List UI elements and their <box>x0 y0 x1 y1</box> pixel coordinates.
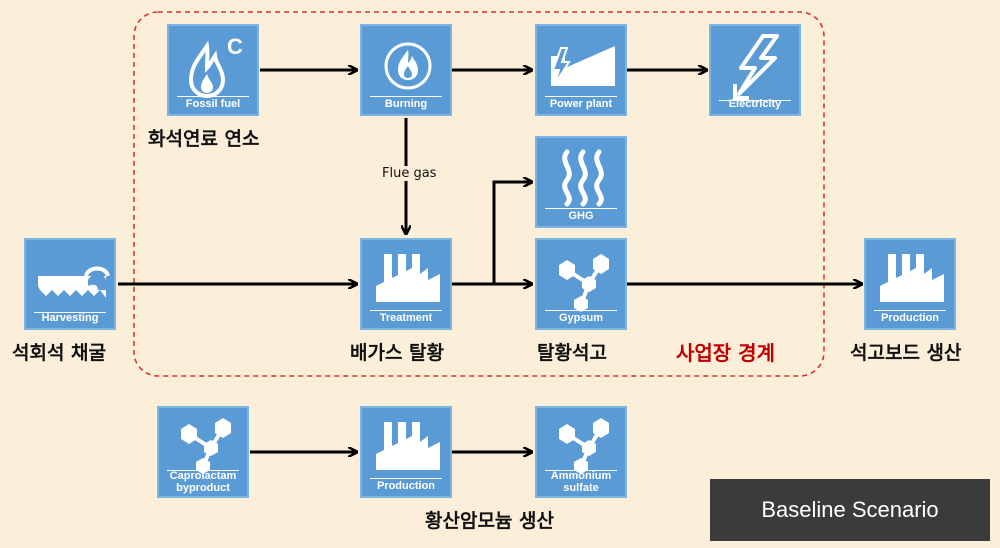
scenario-badge: Baseline Scenario <box>710 479 990 541</box>
production-main-label: Production <box>880 312 940 324</box>
power-plant-icon <box>551 46 615 86</box>
power-plant-label: Power plant <box>549 98 613 110</box>
ghg-node: GHG <box>535 136 627 228</box>
molecule-icon <box>559 254 609 312</box>
flame-celsius-icon: C <box>188 34 243 99</box>
caprolactam-label-line1: Caprolactam <box>169 470 237 482</box>
ammonium-sulfate-label: Ammonium sulfate <box>537 470 625 494</box>
electricity-node: Electricity <box>709 24 801 116</box>
caption-flue-gas-desulf: 배가스 탈황 <box>350 342 445 364</box>
caprolactam-label-line2: byproduct <box>176 482 230 494</box>
arrow-treatment-to-ghg <box>492 182 532 284</box>
caption-desulf-gypsum: 탈황석고 <box>537 342 607 364</box>
ammonium-sulfate-label-line2: sulfate <box>563 482 599 494</box>
factory-icon <box>376 254 440 302</box>
production-as-label: Production <box>376 480 436 492</box>
gypsum-label: Gypsum <box>558 312 603 324</box>
caption-gypsum-board: 석고보드 생산 <box>850 342 962 364</box>
fossil-fuel-node: C Fossil fuel <box>167 24 259 116</box>
production-as-node: Production <box>360 406 452 498</box>
gypsum-node: Gypsum <box>535 238 627 330</box>
caption-fossil-combustion: 화석연료 연소 <box>148 128 260 150</box>
harvesting-node: Harvesting <box>24 238 116 330</box>
caption-ammonium-sulfate-prod: 황산암모늄 생산 <box>425 510 554 532</box>
flue-gas-label: Flue gas <box>380 166 439 181</box>
power-plant-node: Power plant <box>535 24 627 116</box>
treatment-label: Treatment <box>379 312 433 324</box>
burning-node: Burning <box>360 24 452 116</box>
site-boundary <box>133 11 825 377</box>
treatment-node: Treatment <box>360 238 452 330</box>
caprolactam-node: Caprolactam byproduct <box>157 406 249 498</box>
caption-limestone-mining: 석회석 채굴 <box>12 342 107 364</box>
fire-icon <box>384 42 432 90</box>
ammonium-sulfate-node: Ammonium sulfate <box>535 406 627 498</box>
caprolactam-label: Caprolactam byproduct <box>159 470 247 494</box>
lightning-bolt-icon <box>733 34 779 100</box>
molecule-icon <box>559 418 609 474</box>
factory-icon <box>880 254 944 302</box>
fossil-fuel-label: Fossil fuel <box>185 98 241 110</box>
svg-text:C: C <box>227 34 243 59</box>
electricity-label: Electricity <box>728 98 782 110</box>
heat-waves-icon <box>562 149 604 207</box>
boundary-label: 사업장 경계 <box>676 341 775 365</box>
factory-icon <box>376 422 440 470</box>
harvesting-label: Harvesting <box>41 312 99 324</box>
burning-label: Burning <box>384 98 428 110</box>
saw-icon <box>38 266 110 298</box>
ghg-label: GHG <box>568 210 594 222</box>
production-main-node: Production <box>864 238 956 330</box>
ammonium-sulfate-label-line1: Ammonium <box>550 470 612 482</box>
